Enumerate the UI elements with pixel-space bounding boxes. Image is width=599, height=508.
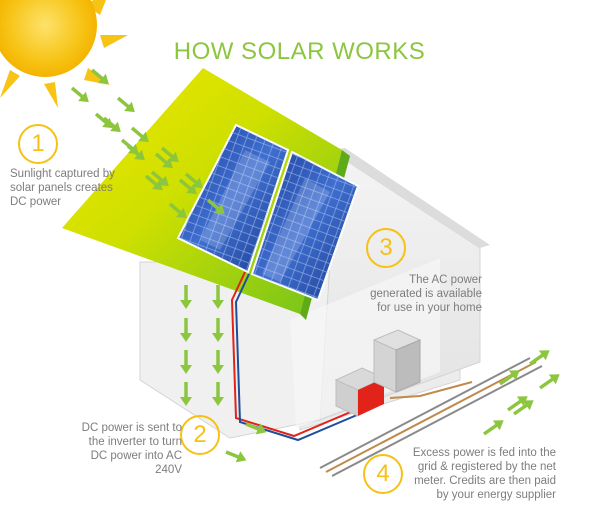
meter-box — [372, 329, 422, 393]
sunlight-arrow — [206, 198, 225, 215]
sunlight-arrow — [90, 68, 109, 85]
sunlight-arrow — [126, 144, 145, 161]
step-4-badge: 4 — [363, 454, 403, 494]
step-4-text: Excess power is fed into the grid & regi… — [412, 447, 556, 501]
green-arrows — [70, 68, 560, 463]
sunlight-arrow — [184, 172, 203, 189]
grid-lines — [319, 357, 543, 477]
sun-icon — [0, 0, 128, 108]
dc-flow-arrow — [212, 285, 224, 309]
sunlight-arrow — [168, 202, 187, 219]
grid-export-arrow — [538, 374, 560, 390]
grid-export-arrow — [506, 396, 528, 412]
dc-flow-arrow — [180, 382, 192, 406]
inverter — [334, 367, 386, 417]
grid-export-arrow — [512, 400, 534, 416]
dc-flow-arrow — [212, 318, 224, 342]
step-3-badge: 3 — [366, 228, 406, 268]
sunlight-arrow — [116, 96, 135, 113]
grid-export-arrow — [482, 420, 504, 436]
step-3-text: The AC power generated is available for … — [370, 274, 482, 314]
inverter-flow-arrow — [245, 422, 267, 435]
grid-export-arrow — [498, 370, 520, 386]
sunlight-arrow — [70, 86, 89, 103]
step-2-text: DC power is sent to the inverter to turn… — [81, 422, 182, 476]
sunlight-arrow — [130, 126, 149, 143]
dc-flow-arrow — [212, 350, 224, 374]
dc-flow-arrow — [180, 285, 192, 309]
page-title: HOW SOLAR WORKS — [173, 38, 426, 65]
sunlight-arrow — [102, 116, 121, 133]
dc-wiring — [230, 271, 473, 442]
dc-flow-arrow — [180, 350, 192, 374]
dc-flow-arrow — [212, 382, 224, 406]
sunlight-arrow — [144, 174, 163, 191]
sunlight-arrow — [160, 146, 179, 163]
step-2-badge: 2 — [180, 415, 220, 455]
dc-flow-arrow — [180, 318, 192, 342]
step-1-badge: 1 — [18, 124, 58, 164]
solar-panels — [176, 123, 360, 302]
grid-export-arrow — [528, 350, 550, 366]
step-1-text: Sunlight captured by solar panels create… — [10, 168, 115, 208]
inverter-flow-arrow — [225, 450, 247, 463]
